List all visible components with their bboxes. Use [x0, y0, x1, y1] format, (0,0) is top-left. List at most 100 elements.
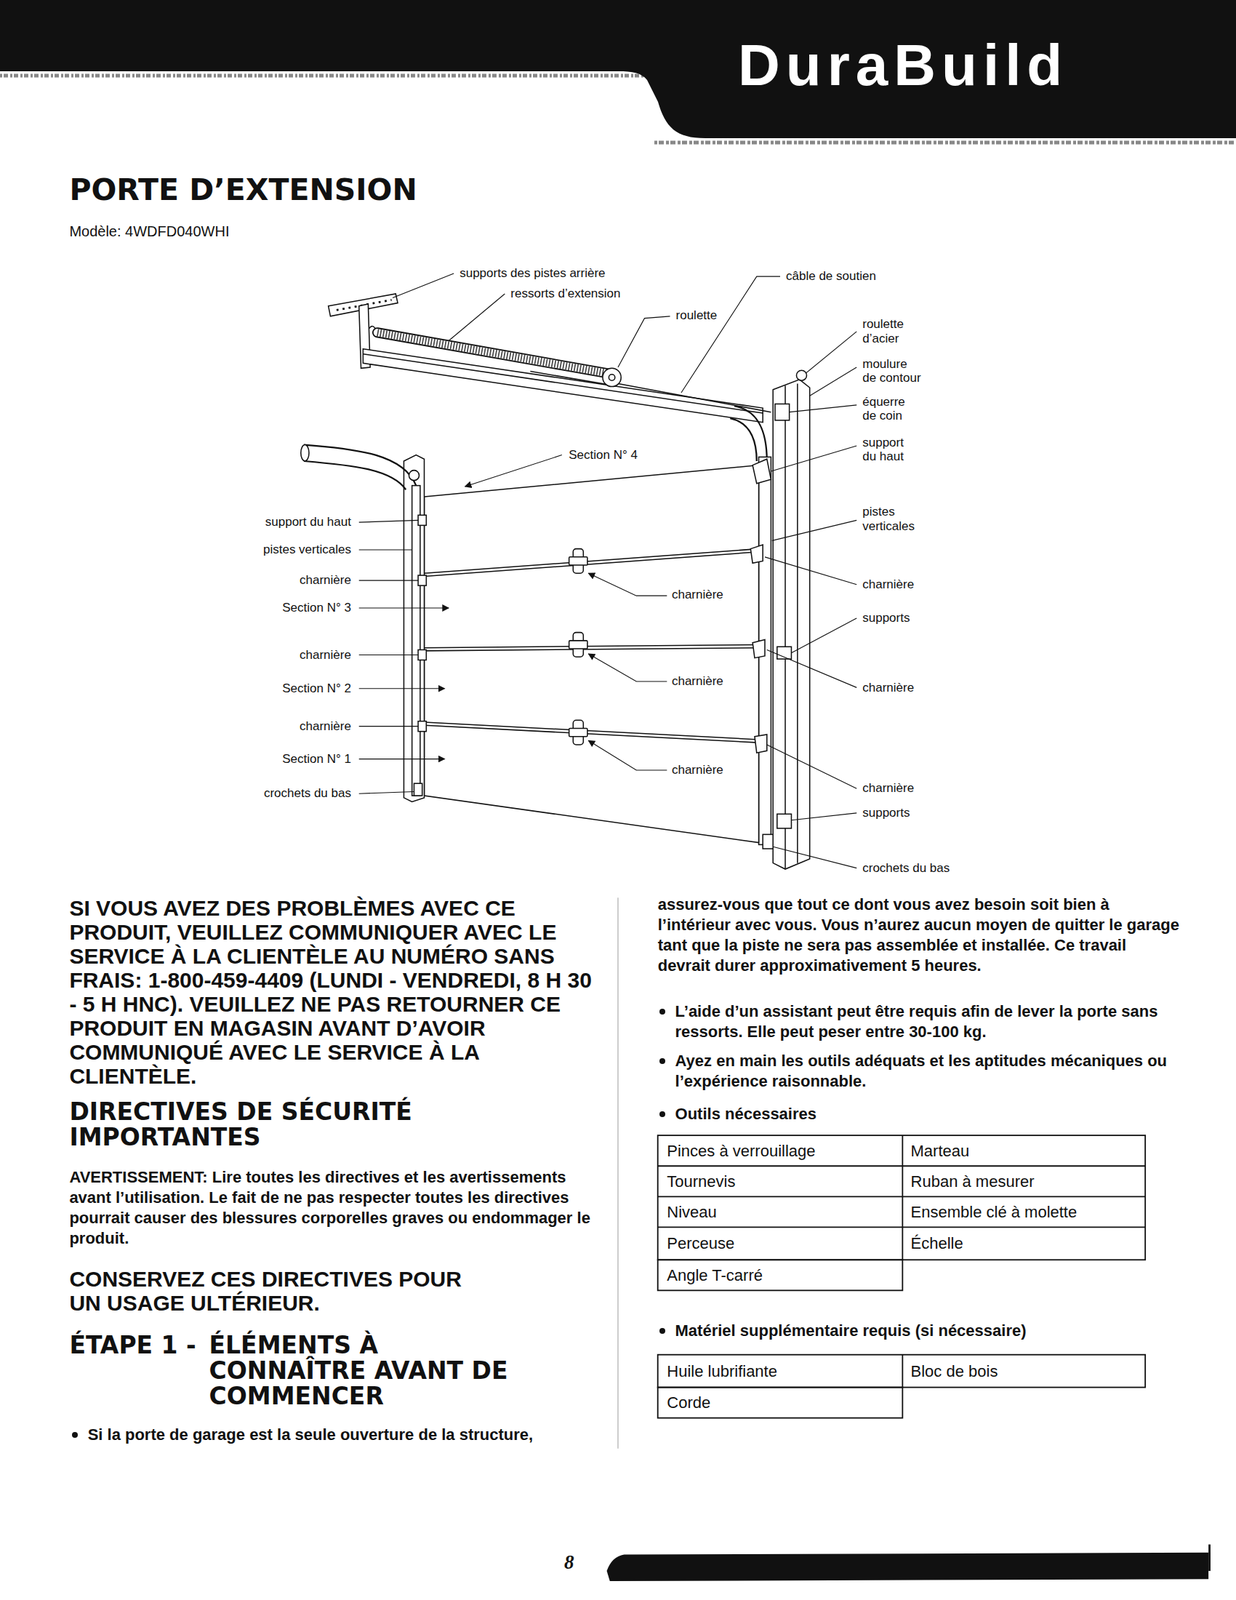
- part-label: charnière: [671, 673, 725, 689]
- material-table: [657, 1354, 1146, 1418]
- hinge: [752, 639, 765, 658]
- table-cell: Ruban à mesurer: [911, 1172, 1035, 1191]
- table-cell: Bloc de bois: [911, 1361, 999, 1381]
- leader-arrow: [359, 687, 445, 689]
- part-label: supports: [861, 805, 911, 821]
- panel-seam: [423, 721, 759, 740]
- steel-roller: [796, 370, 807, 381]
- leader-arrow: [359, 607, 449, 608]
- hinge: [569, 727, 588, 736]
- part-label: charnière: [298, 719, 352, 734]
- leader-line: [772, 519, 857, 541]
- door-panel: [423, 465, 759, 843]
- cable: [618, 383, 771, 412]
- part-label: moulure de contour: [861, 356, 924, 386]
- part-label: charnière: [861, 577, 915, 592]
- part-label: support du haut: [264, 514, 352, 530]
- hinge: [754, 734, 768, 753]
- leader-line: [791, 812, 857, 821]
- part-label: charnière: [298, 572, 352, 588]
- table-cell: Angle T-carré: [666, 1265, 763, 1285]
- corner-bracket: [775, 403, 790, 420]
- table-rule: [901, 1134, 904, 1260]
- leader-line: [359, 548, 413, 550]
- band-fill: [596, 0, 1236, 139]
- table-border: [657, 1259, 904, 1290]
- cable: [530, 371, 608, 385]
- page-number: 8: [564, 1552, 575, 1572]
- part-label: supports des pistes arrière: [458, 266, 606, 281]
- panel-seam: [423, 548, 759, 574]
- body-text: Outils nécessaires: [675, 1103, 1178, 1125]
- leader-line: [359, 654, 419, 656]
- part-label: roulette: [675, 308, 719, 323]
- part-label: Section N° 1: [281, 751, 352, 767]
- table-border: [657, 1354, 1146, 1388]
- leader-line: [791, 618, 857, 653]
- section-heading: DIRECTIVES DE SÉCURITÉ IMPORTANTES: [69, 1098, 506, 1150]
- door-parts: [301, 293, 810, 869]
- part-label: crochets du bas: [861, 860, 951, 876]
- curved-track: [303, 460, 406, 490]
- table-cell: Perceuse: [666, 1233, 735, 1253]
- hinge: [569, 640, 588, 649]
- table-rule: [657, 1164, 1146, 1167]
- part-label: roulette d’acier: [861, 316, 916, 346]
- table-cell: Niveau: [666, 1202, 717, 1222]
- header-texture: [654, 141, 1236, 145]
- panel-seam: [423, 551, 759, 577]
- leader-line: [767, 649, 857, 688]
- part-label: crochets du bas: [263, 785, 352, 801]
- body-text: Si la porte de garage est la seule ouver…: [87, 1424, 626, 1445]
- leader-line: [767, 744, 857, 789]
- table-cell: Échelle: [911, 1233, 964, 1253]
- part-label: charnière: [298, 647, 352, 663]
- table-border: [657, 1387, 904, 1418]
- pulley: [608, 374, 615, 381]
- leader-line: [392, 273, 454, 299]
- table-rule: [657, 1195, 1146, 1197]
- page-title: PORTE D’EXTENSION: [69, 175, 417, 206]
- bottom-hook: [413, 783, 422, 796]
- vertical-track: [412, 485, 421, 796]
- table-cell: Marteau: [911, 1141, 970, 1161]
- bullet-dot: [659, 1327, 666, 1334]
- model-number: Modèle: 4WDFD040WHI: [69, 222, 230, 240]
- section-heading: ÉLÉMENTS À CONNAÎTRE AVANT DE COMMENCER: [209, 1331, 530, 1409]
- jamb-moulding: [796, 383, 799, 863]
- notice-paragraph: CONSERVEZ CES DIRECTIVES POUR UN USAGE U…: [69, 1266, 473, 1315]
- panel-seam: [423, 647, 759, 651]
- footer-bar: [607, 1552, 1210, 1581]
- spring: [377, 332, 608, 373]
- body-text: Matériel supplémentaire requis (si néces…: [675, 1320, 1178, 1341]
- part-label: charnière: [671, 587, 725, 603]
- part-label: Section N° 4: [567, 447, 639, 463]
- part-label: charnière: [861, 680, 915, 696]
- table-cell: Tournevis: [666, 1172, 736, 1191]
- table-cell: Pinces à verrouillage: [666, 1141, 816, 1161]
- leader-arrow: [588, 740, 667, 770]
- left-jamb: [403, 455, 424, 802]
- hinge: [418, 575, 427, 586]
- leader-line: [618, 316, 671, 368]
- hinge: [418, 649, 427, 660]
- leader-line: [772, 846, 857, 868]
- leader-line: [359, 580, 419, 581]
- track-end: [301, 444, 309, 461]
- brand-band: DuraBuild: [596, 0, 1236, 139]
- jamb-moulding: [784, 385, 786, 869]
- leader-arrow: [588, 653, 667, 682]
- leader-arrow: [588, 572, 667, 596]
- leader-line: [764, 556, 857, 585]
- part-label: charnière: [671, 762, 725, 778]
- leader-arrow: [359, 758, 445, 760]
- section-heading: ÉTAPE 1 -: [69, 1331, 196, 1358]
- bullet-dot: [659, 1008, 666, 1015]
- part-label: pistes verticales: [262, 542, 352, 557]
- hinge: [750, 544, 763, 563]
- leader-line: [359, 791, 415, 794]
- part-label: équerre de coin: [861, 394, 916, 424]
- bottom-hook: [762, 833, 773, 849]
- leader-line: [448, 293, 505, 341]
- panel-seam: [423, 644, 759, 648]
